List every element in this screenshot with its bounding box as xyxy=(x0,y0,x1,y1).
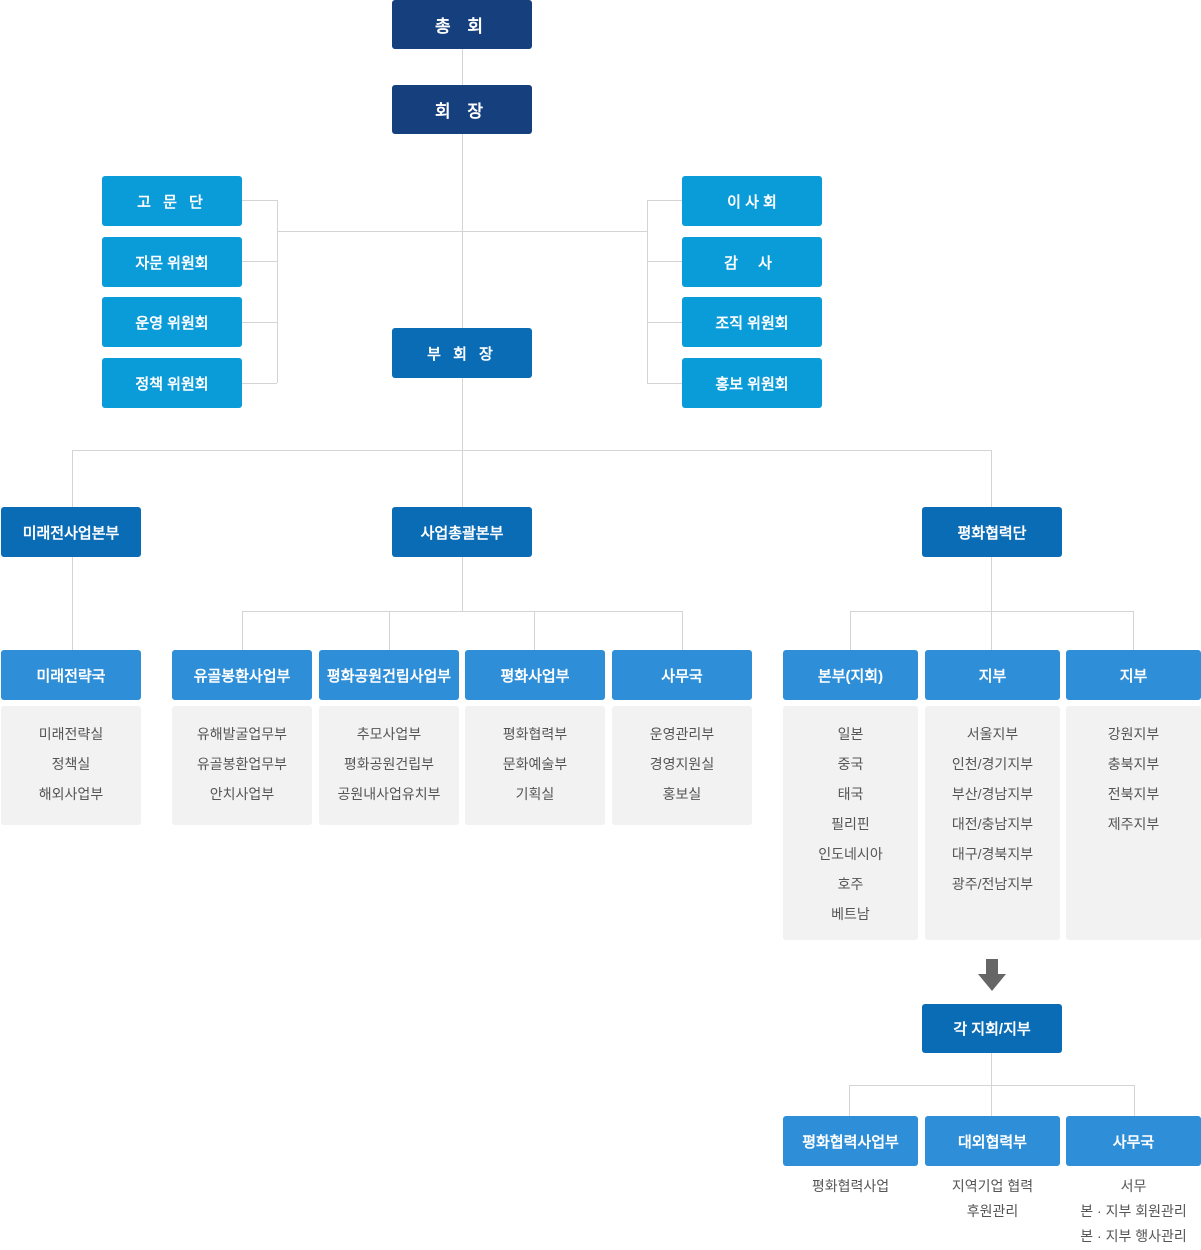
auditor-box[interactable]: 감 사 xyxy=(682,237,822,287)
list-item: 후원관리 xyxy=(966,1203,1019,1219)
dept-future-strategy-list: 미래전략실 정책실 해외사업부 xyxy=(1,706,141,825)
list-item: 태국 xyxy=(837,786,864,802)
policy-committee-box[interactable]: 정책 위원회 xyxy=(102,358,242,408)
operation-committee-box[interactable]: 운영 위원회 xyxy=(102,297,242,347)
dept-headquarters-branch-box[interactable]: 본부(지회) xyxy=(783,650,918,700)
list-item: 인도네시아 xyxy=(818,846,883,862)
dept-peace-park-box[interactable]: 평화공원건립사업부 xyxy=(319,650,459,700)
arrow-down-icon xyxy=(978,959,1006,991)
list-item: 기획실 xyxy=(515,786,555,802)
list-item: 지역기업 협력 xyxy=(951,1178,1034,1194)
list-item: 제주지부 xyxy=(1107,816,1160,832)
branch-peace-cooperation-list: 평화협력사업 xyxy=(783,1175,918,1200)
list-item: 광주/전남지부 xyxy=(951,876,1034,892)
list-item: 인천/경기지부 xyxy=(951,756,1034,772)
branch-secretariat-list: 서무 본 · 지부 회원관리 본 · 지부 행사관리 xyxy=(1066,1175,1201,1250)
dept-remains-repatriation-box[interactable]: 유골봉환사업부 xyxy=(172,650,312,700)
dept-peace-business-list: 평화협력부 문화예술부 기획실 xyxy=(465,706,605,825)
list-item: 홍보실 xyxy=(662,786,702,802)
list-item: 안치사업부 xyxy=(209,786,275,802)
list-item: 일본 xyxy=(837,726,864,742)
organization-committee-box[interactable]: 조직 위원회 xyxy=(682,297,822,347)
list-item: 필리핀 xyxy=(831,816,870,832)
list-item: 문화예술부 xyxy=(502,756,568,772)
list-item: 충북지부 xyxy=(1107,756,1160,772)
general-assembly-box[interactable]: 총 회 xyxy=(392,0,532,49)
advisory-group-box[interactable]: 고 문 단 xyxy=(102,176,242,226)
consulting-committee-box[interactable]: 자문 위원회 xyxy=(102,237,242,287)
branch-peace-cooperation-box[interactable]: 평화협력사업부 xyxy=(783,1116,918,1166)
list-item: 대구/경북지부 xyxy=(951,846,1034,862)
board-of-directors-box[interactable]: 이 사 회 xyxy=(682,176,822,226)
chairman-box[interactable]: 회 장 xyxy=(392,85,532,134)
branch-external-cooperation-list: 지역기업 협력 후원관리 xyxy=(925,1175,1060,1225)
business-hq-box[interactable]: 사업총괄본부 xyxy=(392,507,532,557)
list-item: 본 · 지부 회원관리 xyxy=(1080,1203,1187,1219)
list-item: 유해발굴업무부 xyxy=(196,726,288,742)
dept-branch-b-box[interactable]: 지부 xyxy=(1066,650,1201,700)
list-item: 운영관리부 xyxy=(649,726,715,742)
list-item: 해외사업부 xyxy=(38,786,104,802)
list-item: 호주 xyxy=(837,876,864,892)
list-item: 유골봉환업무부 xyxy=(196,756,288,772)
list-item: 추모사업부 xyxy=(356,726,422,742)
peace-cooperation-box[interactable]: 평화협력단 xyxy=(922,507,1062,557)
dept-peace-business-box[interactable]: 평화사업부 xyxy=(465,650,605,700)
dept-peace-park-list: 추모사업부 평화공원건립부 공원내사업유치부 xyxy=(319,706,459,825)
list-item: 정책실 xyxy=(51,756,91,772)
dept-headquarters-branch-list: 일본 중국 태국 필리핀 인도네시아 호주 베트남 xyxy=(783,706,918,940)
list-item: 강원지부 xyxy=(1107,726,1160,742)
dept-branch-b-list: 강원지부 충북지부 전북지부 제주지부 xyxy=(1066,706,1201,940)
branch-secretariat-box[interactable]: 사무국 xyxy=(1066,1116,1201,1166)
vice-chairman-box[interactable]: 부 회 장 xyxy=(392,328,532,378)
list-item: 부산/경남지부 xyxy=(951,786,1034,802)
list-item: 본 · 지부 행사관리 xyxy=(1080,1228,1187,1244)
list-item: 평화공원건립부 xyxy=(343,756,435,772)
list-item: 대전/충남지부 xyxy=(951,816,1034,832)
list-item: 서무 xyxy=(1120,1178,1147,1194)
list-item: 경영지원실 xyxy=(649,756,715,772)
list-item: 전북지부 xyxy=(1107,786,1160,802)
future-hq-box[interactable]: 미래전사업본부 xyxy=(1,507,141,557)
dept-branch-a-box[interactable]: 지부 xyxy=(925,650,1060,700)
branch-external-cooperation-box[interactable]: 대외협력부 xyxy=(925,1116,1060,1166)
list-item: 미래전략실 xyxy=(38,726,104,742)
list-item: 베트남 xyxy=(831,906,870,922)
dept-future-strategy-box[interactable]: 미래전략국 xyxy=(1,650,141,700)
list-item: 평화협력사업 xyxy=(811,1178,890,1194)
dept-secretariat-list: 운영관리부 경영지원실 홍보실 xyxy=(612,706,752,825)
dept-remains-repatriation-list: 유해발굴업무부 유골봉환업무부 안치사업부 xyxy=(172,706,312,825)
list-item: 중국 xyxy=(837,756,864,772)
list-item: 서울지부 xyxy=(966,726,1019,742)
dept-branch-a-list: 서울지부 인천/경기지부 부산/경남지부 대전/충남지부 대구/경북지부 광주/… xyxy=(925,706,1060,940)
list-item: 공원내사업유치부 xyxy=(337,786,441,802)
pr-committee-box[interactable]: 홍보 위원회 xyxy=(682,358,822,408)
branch-office-box[interactable]: 각 지회/지부 xyxy=(922,1004,1062,1053)
list-item: 평화협력부 xyxy=(502,726,568,742)
dept-secretariat-box[interactable]: 사무국 xyxy=(612,650,752,700)
